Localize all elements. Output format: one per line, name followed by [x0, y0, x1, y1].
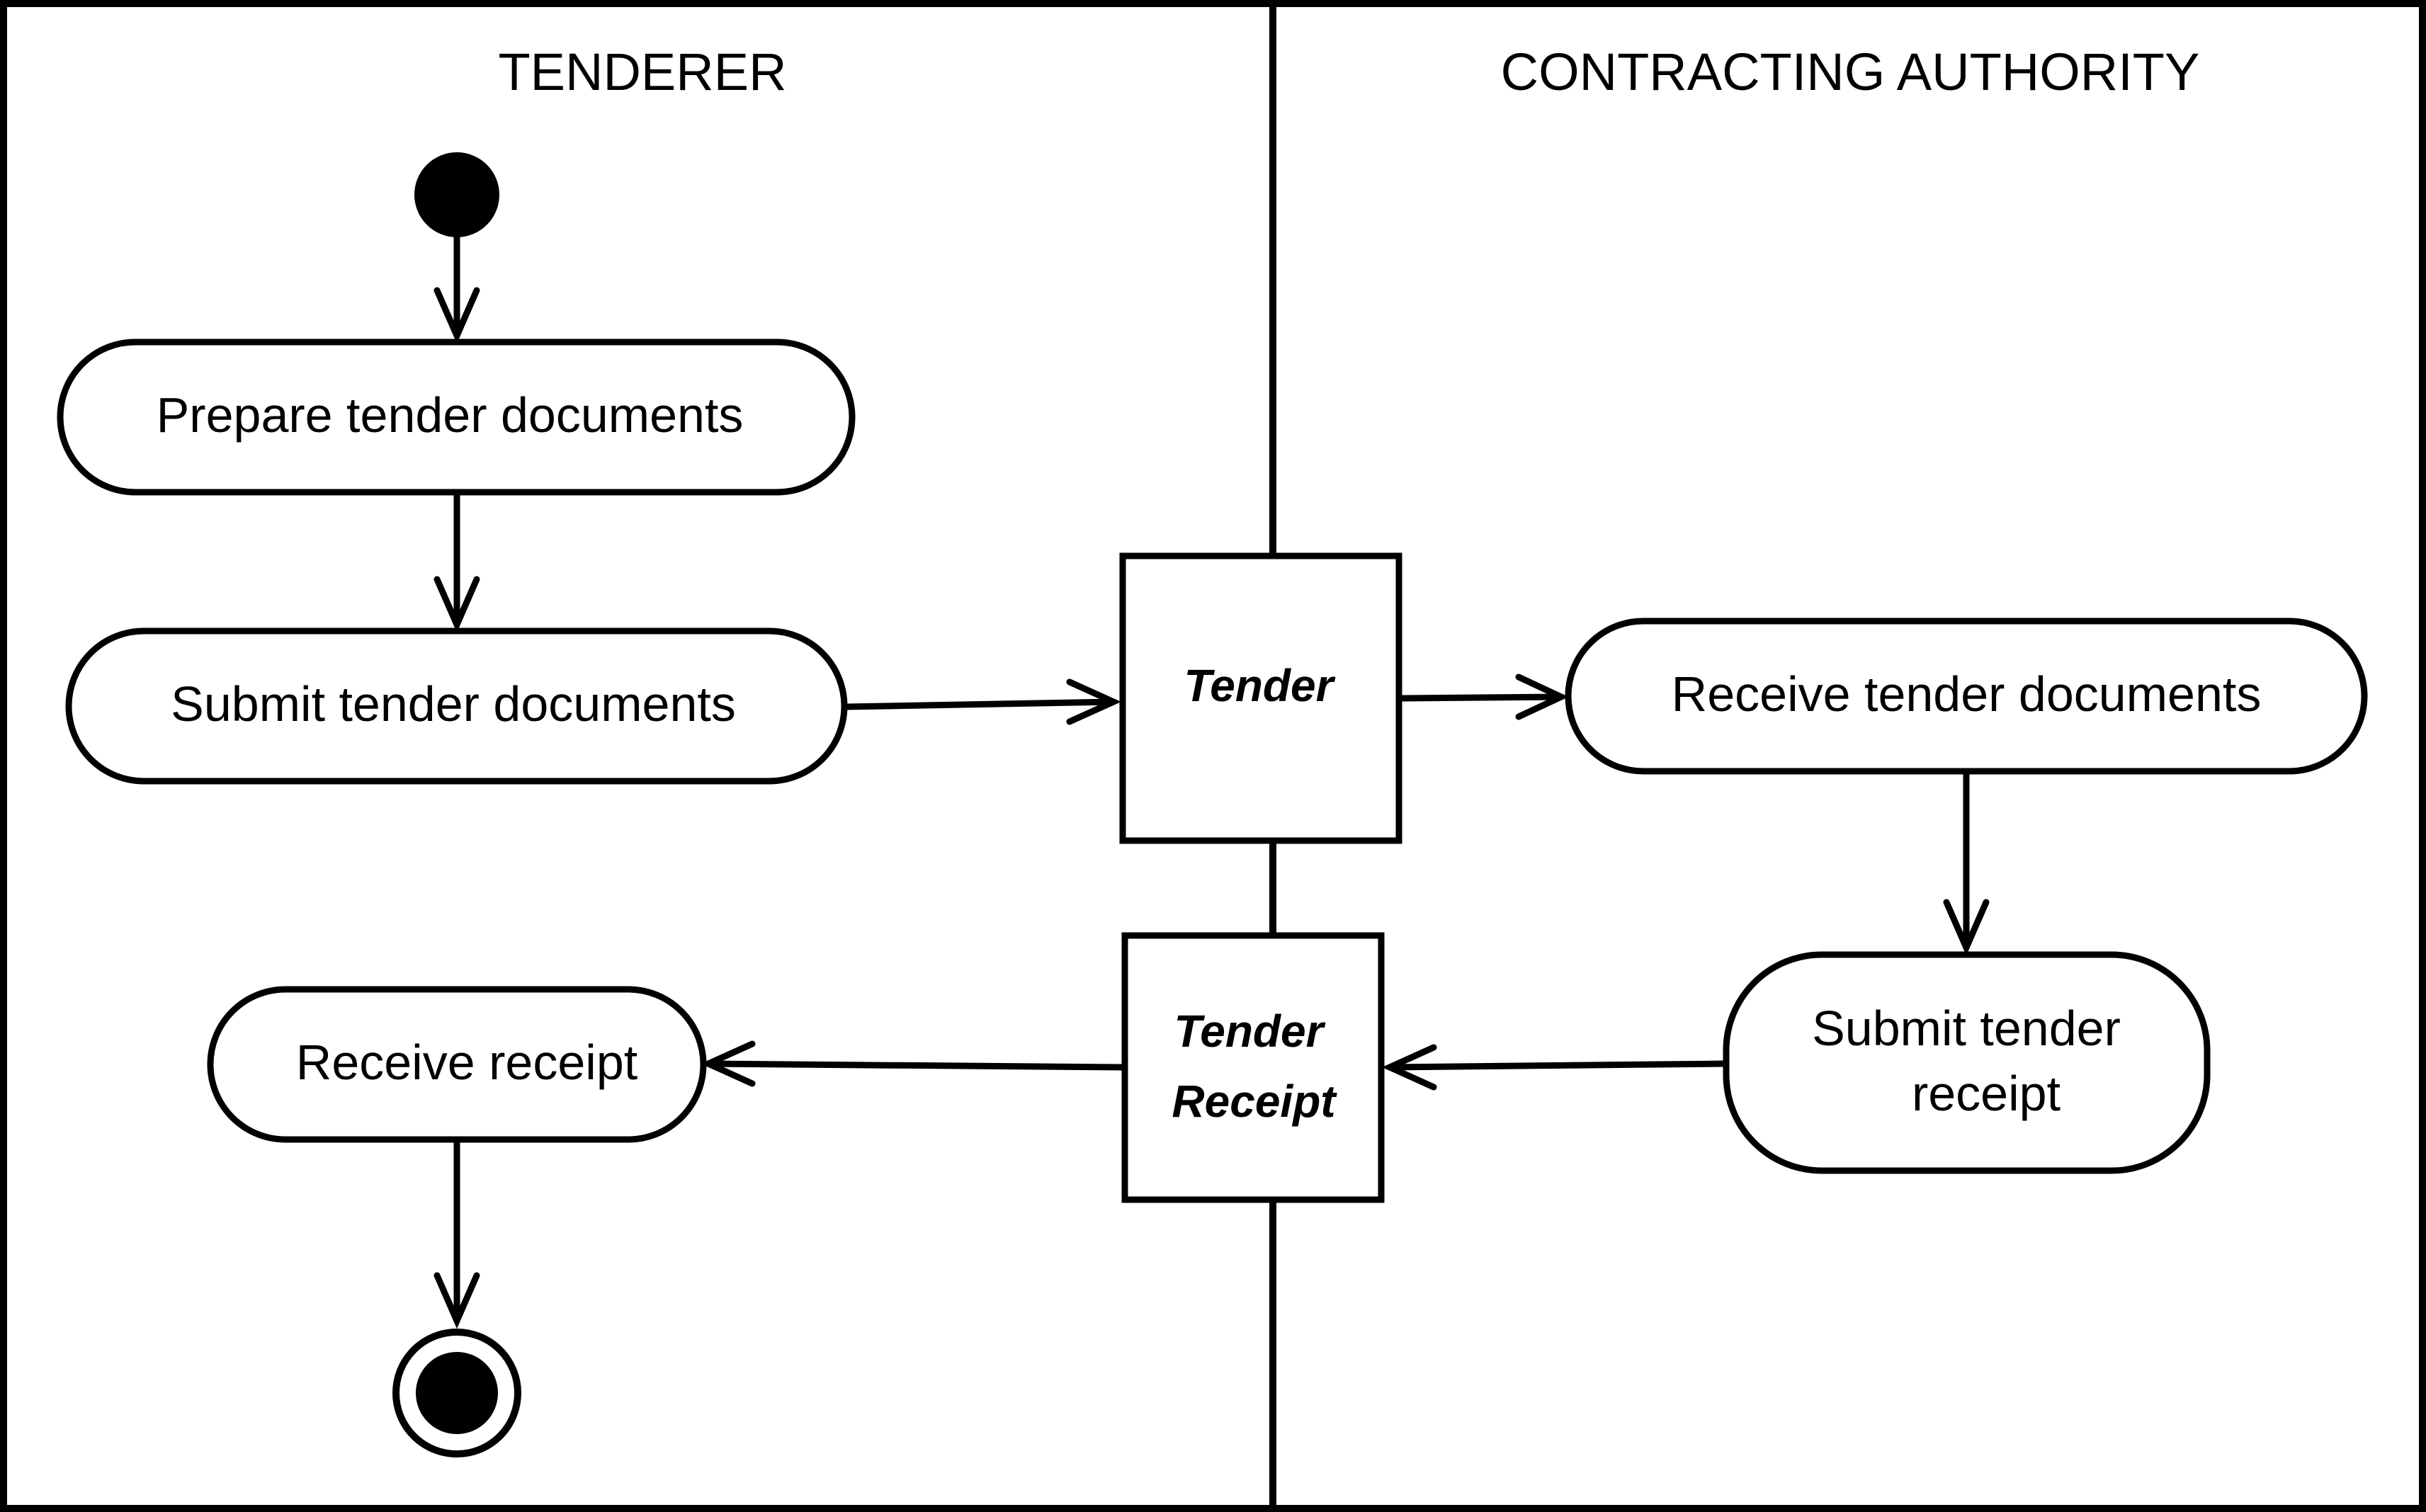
flow-start-to-prepare	[433, 234, 480, 344]
object-tender-receipt: Tender Receipt	[1121, 932, 1385, 1203]
flow-receive-docs-to-submit-receipt	[1943, 771, 1990, 956]
action-receive-receipt: Receive receipt	[207, 986, 707, 1143]
action-label-submit-receipt-line1: Submit tender	[1812, 1001, 2121, 1056]
lane-title-tenderer: TENDERER	[498, 42, 786, 101]
action-label-prepare: Prepare tender documents	[157, 387, 744, 443]
object-label-tender-receipt-line2: Receipt	[1172, 1076, 1337, 1127]
action-receive-tender-documents: Receive tender documents	[1565, 618, 2368, 775]
final-node	[392, 1329, 521, 1457]
flow-prepare-to-submit	[433, 491, 480, 633]
object-label-tender-receipt-line1: Tender	[1174, 1006, 1326, 1057]
object-label-tender: Tender	[1184, 660, 1336, 711]
flow-submit-receipt-to-tender-receipt	[1382, 1044, 1727, 1091]
initial-node	[414, 152, 499, 237]
flow-receive-receipt-to-final	[433, 1139, 480, 1329]
action-prepare-tender-documents: Prepare tender documents	[57, 339, 856, 496]
object-tender: Tender	[1119, 552, 1402, 844]
flow-tender-receipt-to-receive-receipt	[701, 1040, 1126, 1087]
action-label-receive-docs: Receive tender documents	[1672, 666, 2262, 722]
action-submit-tender-receipt: Submit tender receipt	[1723, 951, 2211, 1174]
lane-title-contracting-authority: CONTRACTING AUTHORITY	[1501, 42, 2200, 101]
flow-submit-to-tender	[844, 678, 1121, 725]
action-submit-tender-documents: Submit tender documents	[65, 627, 848, 785]
action-label-submit-receipt-line2: receipt	[1912, 1066, 2061, 1121]
action-label-receive-receipt: Receive receipt	[296, 1035, 637, 1090]
action-label-submit: Submit tender documents	[171, 676, 736, 732]
flow-tender-to-receive-docs	[1399, 673, 1569, 720]
